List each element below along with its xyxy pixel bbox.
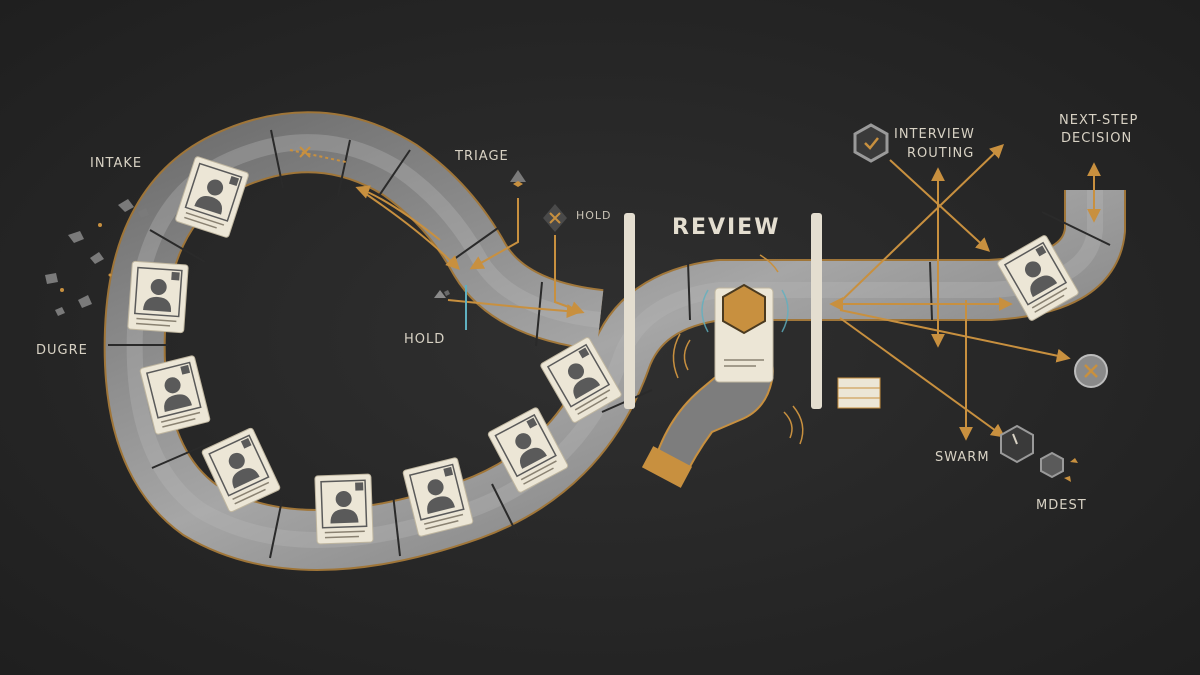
review-gate-left: [624, 213, 635, 409]
review-gate-right: [811, 213, 822, 409]
intake-debris: [45, 199, 149, 316]
motion-lines: [672, 254, 804, 445]
paper-stack-icon: [837, 377, 881, 409]
interview-routing-label-line1: INTERVIEW: [894, 127, 975, 142]
interview-routing-label-line2: ROUTING: [907, 146, 974, 161]
triage-icon: [510, 170, 526, 187]
hold-top-label: HOLD: [576, 209, 612, 222]
triage-arrows: [289, 149, 585, 319]
person-card-icon: [126, 260, 190, 334]
swarm-hexagons-icon: [1000, 424, 1078, 482]
swarm-label: SWARM: [935, 450, 990, 465]
next-step-label-line1: NEXT-STEP: [1059, 113, 1138, 128]
review-label: REVIEW: [672, 215, 780, 240]
scan-signal-icon: [701, 289, 789, 333]
mdest-label: MDEST: [1036, 498, 1087, 513]
routing-arrows: [829, 144, 1101, 441]
hold-debris-icon: [434, 290, 450, 298]
hold-bottom-label: HOLD: [404, 332, 445, 347]
x-marker-icon: [299, 146, 311, 158]
intake-label: INTAKE: [90, 156, 142, 171]
person-card-icon: [314, 473, 374, 545]
dugre-label: DUGRE: [36, 343, 88, 358]
next-step-label-line2: DECISION: [1061, 131, 1132, 146]
check-hexagon-icon: [853, 123, 889, 163]
hold-x-icon: [543, 204, 567, 232]
x-circle-icon: [1074, 354, 1108, 388]
triage-label: TRIAGE: [454, 149, 509, 164]
hexagon-token-icon: [722, 283, 766, 335]
